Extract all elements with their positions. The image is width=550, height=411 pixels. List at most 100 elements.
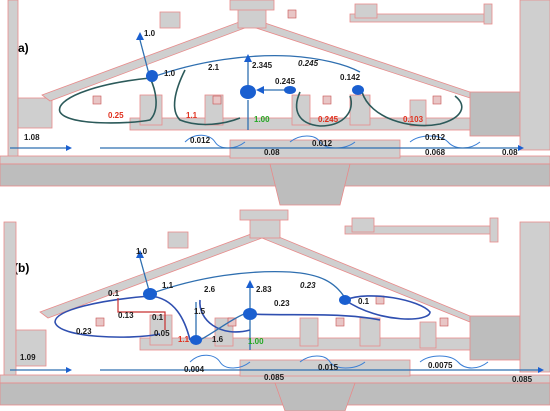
b-hub-ring bbox=[239, 359, 411, 377]
a-right-bolt bbox=[354, 3, 378, 19]
b-val-right-top: 0.23 bbox=[300, 281, 316, 290]
a-top-flange bbox=[237, 7, 267, 29]
b-shaft-hub bbox=[274, 382, 356, 411]
a-strut-4 bbox=[349, 94, 371, 126]
a-hatch-markers bbox=[92, 9, 442, 105]
a-val-red-far: 0.103 bbox=[403, 115, 424, 124]
b-val-l1: 0.13 bbox=[118, 311, 134, 320]
a-val-center: 2.345 bbox=[252, 61, 273, 70]
b-inlet-head bbox=[66, 367, 72, 373]
a-left-wall bbox=[7, 0, 19, 159]
b-vortex-1 bbox=[54, 295, 161, 338]
a-val-shaft-1: 0.08 bbox=[264, 148, 280, 157]
a-hatch-3 bbox=[322, 95, 332, 105]
b-val-node1: 1.1 bbox=[162, 281, 174, 290]
a-val-bot-2: 0.012 bbox=[312, 139, 333, 148]
a-inlet-head bbox=[66, 145, 72, 151]
b-val-red: 1.1 bbox=[178, 335, 190, 344]
a-seal-flow-2 bbox=[289, 135, 356, 149]
b-val-shaft-2: 0.085 bbox=[512, 375, 533, 384]
b-arrowhead-top bbox=[136, 250, 144, 258]
b-val-left-cav: 0.23 bbox=[76, 327, 92, 336]
a-node-far-right bbox=[352, 85, 364, 95]
b-right-wall bbox=[519, 221, 550, 373]
b-flow-upper bbox=[149, 271, 346, 299]
a-right-arm-end bbox=[483, 3, 493, 25]
b-left-block bbox=[15, 329, 47, 367]
b-val-15: 1.5 bbox=[194, 307, 206, 316]
b-left-bolt bbox=[167, 231, 189, 249]
b-hatch-4 bbox=[439, 317, 449, 327]
a-left-block bbox=[17, 97, 53, 129]
b-seal-flow-3 bbox=[419, 355, 489, 369]
a-shaft-hub bbox=[269, 163, 351, 206]
b-val-bot-3: 0.0075 bbox=[428, 361, 453, 370]
a-flow-upper bbox=[149, 55, 361, 79]
b-val-inlet: 1.09 bbox=[20, 353, 36, 362]
b-node-center bbox=[243, 308, 257, 320]
b-vortex-5 bbox=[249, 313, 381, 321]
b-vortex-3 bbox=[199, 299, 251, 333]
a-outer-shroud bbox=[41, 17, 471, 102]
a-arrowhead-right bbox=[256, 86, 264, 94]
b-vortex-4 bbox=[344, 295, 431, 320]
b-val-bot-2: 0.015 bbox=[318, 363, 339, 372]
a-val-left-cav: 0.25 bbox=[108, 111, 124, 120]
b-top-cap bbox=[239, 209, 289, 221]
a-seal-flow-1 bbox=[184, 134, 246, 149]
a-vortex-1 bbox=[58, 77, 157, 124]
panel-b-label: (b) bbox=[14, 261, 29, 275]
b-val-right-node: 0.1 bbox=[358, 297, 370, 306]
b-right-bolt bbox=[351, 217, 375, 233]
a-val-right-mid: 0.245 bbox=[275, 77, 296, 86]
b-outer-shroud bbox=[39, 229, 471, 323]
a-top-cap bbox=[229, 0, 275, 11]
b-val-bot-1: 0.004 bbox=[184, 365, 205, 374]
panel-a-casing bbox=[0, 0, 550, 206]
a-node-left bbox=[146, 70, 158, 82]
a-vortex-3 bbox=[295, 91, 352, 127]
b-shaft-head bbox=[538, 367, 544, 373]
b-seal-flow-1 bbox=[189, 354, 251, 369]
panel-b-casing bbox=[0, 209, 550, 411]
b-strut-5 bbox=[419, 321, 437, 349]
b-strut-1 bbox=[149, 314, 173, 346]
a-node-center bbox=[240, 85, 256, 99]
b-val-center-green: 1.00 bbox=[248, 337, 264, 346]
a-val-cav-a: 2.1 bbox=[208, 63, 220, 72]
a-val-center-green: 1.00 bbox=[254, 115, 270, 124]
a-right-wall bbox=[519, 0, 550, 151]
b-right-arm-end bbox=[489, 217, 499, 243]
a-arrowhead-center bbox=[244, 54, 252, 62]
b-hatch-markers bbox=[95, 295, 449, 327]
a-hatch-1 bbox=[92, 95, 102, 105]
a-val-inlet: 1.08 bbox=[24, 133, 40, 142]
a-seal-flow-3 bbox=[409, 135, 481, 149]
a-val-shaft-3: 0.08 bbox=[502, 148, 518, 157]
b-flow-16 bbox=[199, 313, 245, 341]
b-node-low bbox=[190, 335, 202, 345]
a-val-bot-1: 0.012 bbox=[190, 136, 211, 145]
b-flow-top bbox=[139, 257, 151, 295]
a-arrowhead-top bbox=[136, 32, 144, 40]
a-hub-ring bbox=[229, 139, 401, 159]
b-strut-3 bbox=[299, 317, 319, 347]
b-hatch-5 bbox=[375, 295, 385, 305]
b-strut-4 bbox=[359, 317, 381, 347]
a-left-bolt bbox=[159, 11, 181, 29]
b-hatch-3 bbox=[335, 317, 345, 327]
b-val-center: 2.83 bbox=[256, 285, 272, 294]
a-vortex-2 bbox=[173, 69, 241, 126]
b-val-top: 1.0 bbox=[136, 247, 148, 256]
a-val-red-right: 0.245 bbox=[318, 115, 339, 124]
a-vortex-4 bbox=[361, 91, 463, 127]
b-shaft bbox=[0, 382, 550, 406]
b-node-left bbox=[143, 288, 157, 300]
a-val-node1: 1.0 bbox=[164, 69, 176, 78]
a-val-bot-3: 0.012 bbox=[425, 133, 446, 142]
a-strut-3 bbox=[291, 94, 311, 126]
a-val-shaft-2: 0.068 bbox=[425, 148, 446, 157]
b-seal-flow-2 bbox=[299, 355, 366, 369]
a-hatch-2 bbox=[212, 95, 222, 105]
